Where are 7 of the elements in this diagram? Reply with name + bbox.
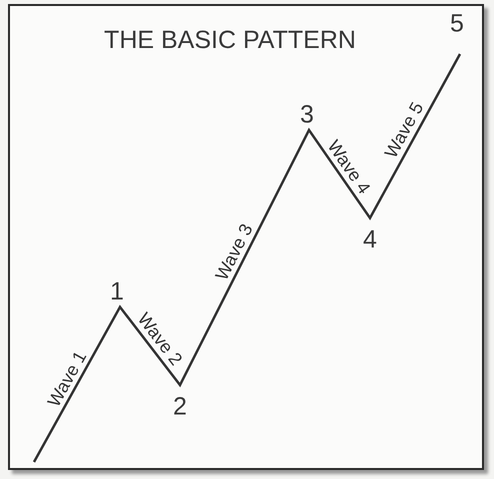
wave-point-number: 5 — [450, 12, 464, 36]
wave-point-number: 2 — [173, 394, 187, 420]
wave-point-number: 1 — [110, 280, 124, 304]
wave-point-number: 4 — [363, 228, 377, 252]
wave-label: Wave 3 — [212, 221, 256, 284]
wave-point-number: 3 — [300, 102, 314, 128]
title: THE BASIC PATTERN — [103, 26, 357, 55]
